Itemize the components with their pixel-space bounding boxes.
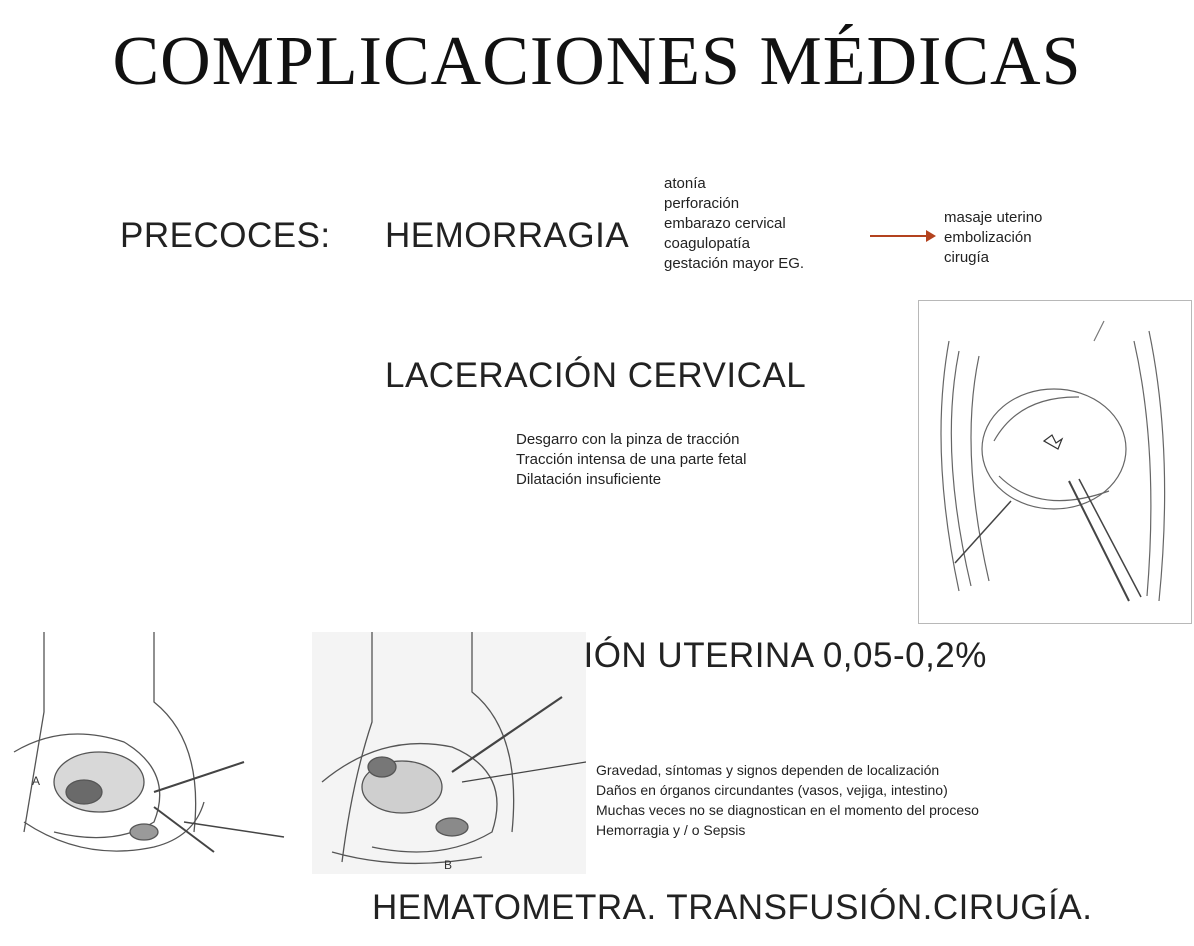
arrow-right-icon [870, 230, 936, 242]
list-item: Daños en órganos circundantes (vasos, ve… [596, 782, 948, 798]
hemorragia-heading: HEMORRAGIA [385, 216, 630, 255]
hematometra-heading: HEMATOMETRA. TRANSFUSIÓN.CIRUGÍA. [372, 888, 1093, 927]
list-item: Dilatación insuficiente [516, 471, 662, 488]
figure-label-b: B [444, 858, 453, 872]
list-item: perforación [664, 195, 740, 212]
hemorragia-treatments-list: masaje uterino embolización cirugía [944, 208, 1042, 268]
laceracion-heading: LACERACIÓN CERVICAL [385, 356, 807, 395]
list-item: masaje uterino [944, 209, 1043, 226]
uterus-drawing-a-icon [4, 632, 294, 870]
precoces-label: PRECOCES: [120, 216, 331, 255]
list-item: coagulopatía [664, 235, 750, 252]
list-item: Tracción intensa de una parte fetal [516, 451, 747, 468]
uterus-drawing-b-icon [321, 632, 586, 865]
uterus-illustration-a: A [4, 632, 294, 870]
list-item: Gravedad, síntomas y signos dependen de … [596, 762, 940, 778]
laceracion-causes-list: Desgarro con la pinza de tracción Tracci… [516, 430, 746, 490]
list-item: Hemorragia y / o Sepsis [596, 822, 746, 838]
list-item: cirugía [944, 249, 990, 266]
hemorragia-causes-list: atonía perforación embarazo cervical coa… [664, 174, 804, 274]
list-item: embolización [944, 229, 1032, 246]
slide-title: COMPLICACIONES MÉDICAS [112, 23, 1082, 100]
list-item: embarazo cervical [664, 215, 786, 232]
cervix-drawing-icon [940, 320, 1166, 602]
list-item: gestación mayor EG. [664, 255, 805, 272]
cervix-illustration [918, 300, 1192, 624]
perforacion-notes-list: Gravedad, síntomas y signos dependen de … [596, 760, 979, 840]
list-item: Muchas veces no se diagnostican en el mo… [596, 802, 979, 818]
list-item: Desgarro con la pinza de tracción [516, 431, 740, 448]
uterus-illustration-b: B [312, 632, 586, 874]
list-item: atonía [664, 175, 706, 192]
figure-label-a: A [32, 774, 41, 788]
